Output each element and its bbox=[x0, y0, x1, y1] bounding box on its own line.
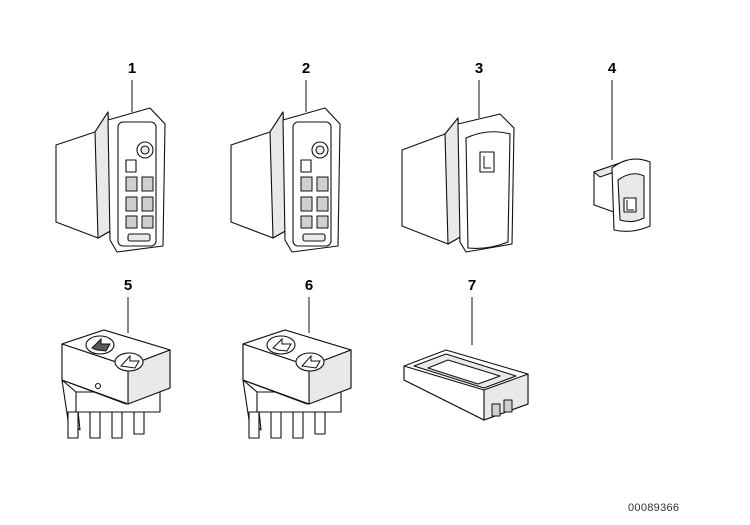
part-7-blank-cover-frame bbox=[403, 349, 529, 421]
callout-2: 2 bbox=[301, 60, 311, 77]
callout-4: 4 bbox=[607, 60, 617, 77]
callout-7: 7 bbox=[467, 277, 477, 294]
part-1-window-switch-block bbox=[55, 107, 166, 253]
part-4-small-switch bbox=[593, 158, 651, 232]
part-5-double-switch bbox=[61, 329, 171, 439]
callout-3: 3 bbox=[474, 60, 484, 77]
diagram-reference-code: 00089366 bbox=[628, 502, 680, 514]
part-2-window-switch-block bbox=[230, 107, 341, 253]
part-3-single-switch-housing bbox=[401, 113, 515, 253]
callout-6: 6 bbox=[304, 277, 314, 294]
leader-lines bbox=[127, 80, 613, 345]
part-6-double-switch bbox=[242, 329, 352, 439]
callout-1: 1 bbox=[127, 60, 137, 77]
callout-5: 5 bbox=[123, 277, 133, 294]
